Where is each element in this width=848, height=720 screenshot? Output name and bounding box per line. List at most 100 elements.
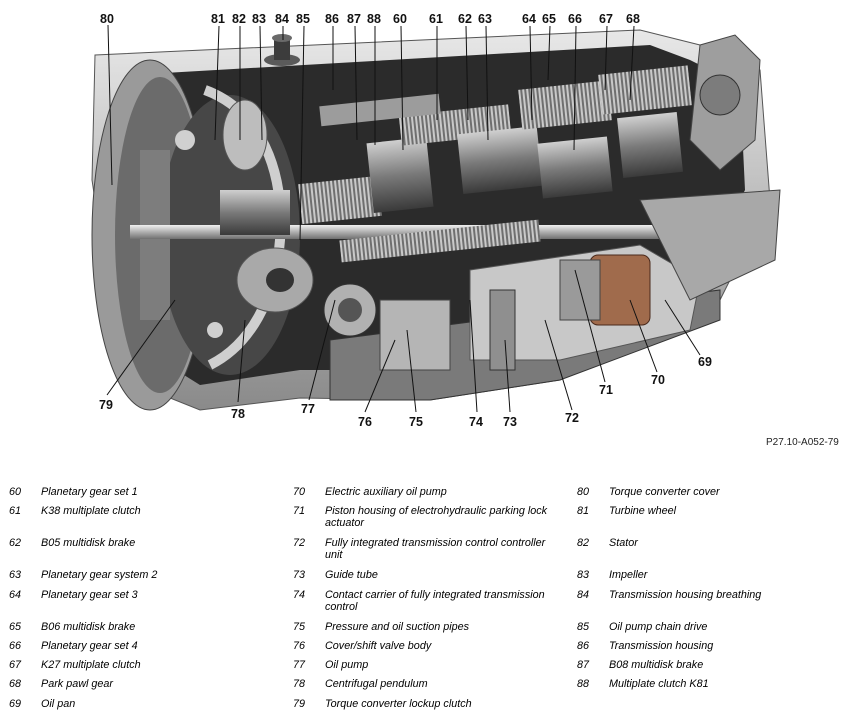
legend-number: 88 [577, 678, 590, 691]
callout-65: 65 [542, 12, 556, 26]
legend-item: 78 Centrifugal pendulum [293, 678, 573, 697]
legend-item: 87 B08 multidisk brake [577, 659, 848, 678]
parts-legend: 60 Planetary gear set 1 61 K38 multiplate … [0, 486, 848, 720]
legend-item: 86 Transmission housing [577, 640, 848, 659]
legend-description: Transmission housing [609, 639, 714, 652]
callout-87: 87 [347, 12, 361, 26]
legend-description: Multiplate clutch K81 [609, 678, 709, 691]
legend-description: Cover/shift valve body [325, 639, 432, 652]
callout-numbers: 80 81 82 83 84 85 86 87 88 60 61 62 63 6… [99, 12, 712, 429]
callout-75: 75 [409, 415, 423, 429]
legend-number: 81 [577, 505, 590, 518]
legend-description: Transmission housing breathing [609, 588, 762, 601]
legend-description: Planetary gear system 2 [41, 569, 158, 582]
legend-number: 70 [293, 486, 306, 498]
output-flange [639, 34, 781, 301]
callout-88: 88 [367, 12, 381, 26]
callout-70: 70 [651, 373, 665, 387]
callout-80: 80 [100, 12, 114, 26]
transmission-cutaway-illustration: 80 81 82 83 84 85 86 87 88 60 61 62 63 6… [91, 12, 781, 429]
legend-item: 73 Guide tube [293, 569, 573, 588]
legend-number: 67 [9, 659, 22, 672]
legend-description: Electric auxiliary oil pump [325, 486, 447, 498]
callout-67: 67 [599, 12, 613, 26]
planetary-gear-sets [220, 65, 692, 263]
legend-item: 60 Planetary gear set 1 [9, 486, 289, 505]
legend-item: 66 Planetary gear set 4 [9, 640, 289, 659]
legend-item: 79 Torque converter lockup clutch [293, 698, 573, 717]
callout-78: 78 [231, 407, 245, 421]
legend-item: 61 K38 multiplate clutch [9, 505, 289, 537]
legend-column-1: 60 Planetary gear set 1 61 K38 multiplate … [9, 486, 289, 717]
legend-number: 87 [577, 659, 590, 672]
legend-number: 85 [577, 620, 590, 633]
legend-description: Torque converter cover [609, 486, 720, 498]
callout-63: 63 [478, 12, 492, 26]
legend-number: 69 [9, 697, 22, 710]
legend-item: 84 Transmission housing breathing [577, 589, 848, 621]
callout-64: 64 [522, 12, 536, 26]
legend-item: 85 Oil pump chain drive [577, 621, 848, 640]
callout-81: 81 [211, 12, 225, 26]
legend-number: 62 [9, 537, 22, 550]
callout-77: 77 [301, 402, 315, 416]
callout-72: 72 [565, 411, 579, 425]
legend-number: 60 [9, 486, 22, 498]
legend-number: 83 [577, 569, 590, 582]
callout-76: 76 [358, 415, 372, 429]
callout-71: 71 [599, 383, 613, 397]
legend-description: K38 multiplate clutch [41, 505, 141, 518]
legend-number: 79 [293, 697, 306, 710]
legend-number: 75 [293, 620, 306, 633]
legend-description: Pressure and oil suction pipes [325, 620, 470, 633]
legend-number: 63 [9, 569, 22, 582]
legend-description: Planetary gear set 4 [41, 639, 138, 652]
legend-number: 66 [9, 639, 22, 652]
breather-cap [264, 34, 300, 66]
legend-description: B05 multidisk brake [41, 537, 136, 550]
legend-number: 86 [577, 639, 590, 652]
legend-description: B08 multidisk brake [609, 659, 704, 672]
legend-item: 70 Electric auxiliary oil pump [293, 486, 573, 505]
legend-description: Guide tube [325, 569, 378, 582]
leader-lines [106, 24, 701, 413]
legend-item: 62 B05 multidisk brake [9, 537, 289, 569]
legend-description: Oil pump chain drive [609, 620, 708, 633]
legend-description: Contact carrier of fully integrated tran… [325, 588, 545, 613]
legend-number: 61 [9, 505, 22, 518]
legend-description: Planetary gear set 1 [41, 486, 138, 498]
figure-code: P27.10-A052-79 [766, 437, 839, 448]
legend-number: 73 [293, 569, 306, 582]
legend-description: Oil pump [325, 659, 369, 672]
legend-number: 65 [9, 620, 22, 633]
callout-82: 82 [232, 12, 246, 26]
legend-item: 63 Planetary gear system 2 [9, 569, 289, 588]
legend-number: 77 [293, 659, 306, 672]
legend-description: Centrifugal pendulum [325, 678, 428, 691]
legend-item: 77 Oil pump [293, 659, 573, 678]
legend-number: 64 [9, 588, 22, 601]
callout-73: 73 [503, 415, 517, 429]
legend-number: 74 [293, 588, 306, 601]
legend-description: Torque converter lockup clutch [325, 697, 472, 710]
callout-83: 83 [252, 12, 266, 26]
legend-description: Fully integrated transmission control co… [325, 537, 546, 562]
legend-number: 84 [577, 588, 590, 601]
legend-item: 88 Multiplate clutch K81 [577, 678, 848, 697]
callout-61: 61 [429, 12, 443, 26]
callout-85: 85 [296, 12, 310, 26]
legend-item: 69 Oil pan [9, 698, 289, 717]
callout-68: 68 [626, 12, 640, 26]
legend-description: Oil pan [41, 697, 76, 710]
callout-86: 86 [325, 12, 339, 26]
callout-74: 74 [469, 415, 483, 429]
legend-number: 78 [293, 678, 306, 691]
